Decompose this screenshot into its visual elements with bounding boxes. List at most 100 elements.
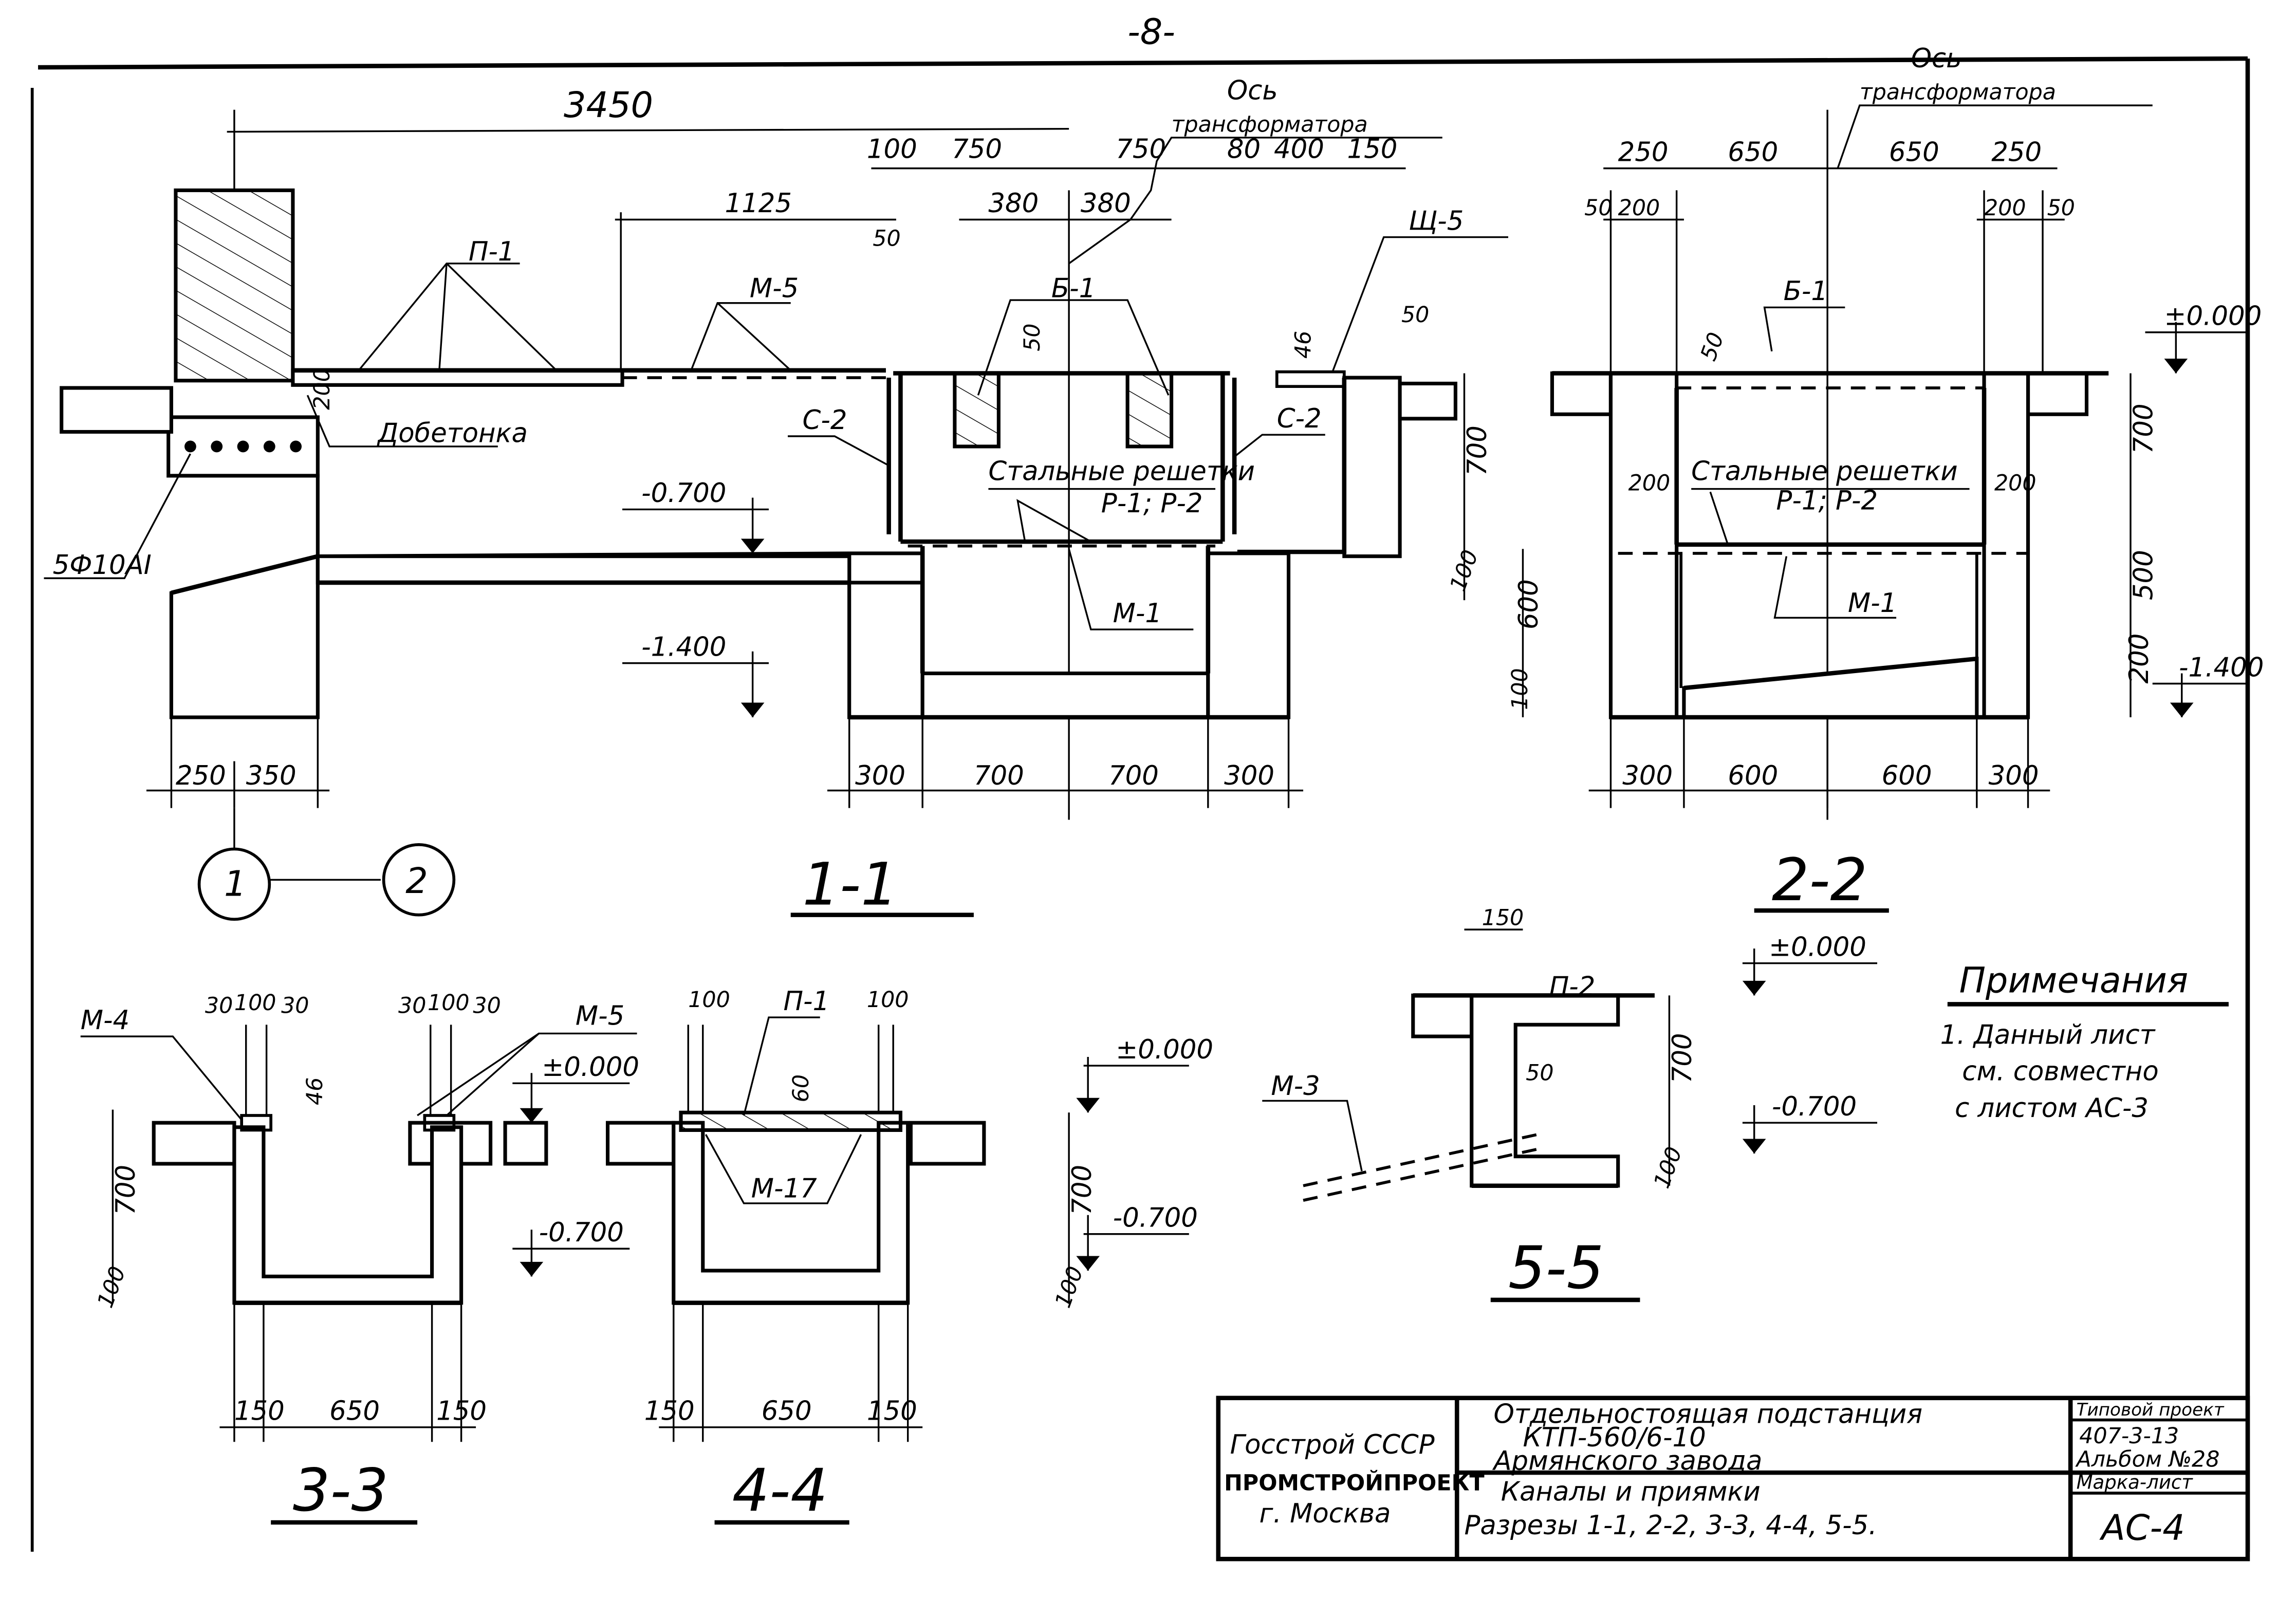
dim-380a: 380 [988, 188, 1039, 219]
dim-4-100: 100 [1050, 1263, 1088, 1311]
dim-3-650: 650 [329, 1396, 380, 1427]
elevation-3-000: ±0.000 [542, 1052, 639, 1083]
label-dobetonka: Добетонка [377, 418, 528, 449]
dim-3-150b: 150 [436, 1396, 487, 1427]
dim-3-100a: 100 [234, 990, 276, 1016]
elevation-3-0700: -0.700 [539, 1217, 624, 1248]
dim-4-700: 700 [1067, 1165, 1098, 1215]
label-2-m1: М-1 [1848, 588, 1897, 619]
dim-700b: 700 [1108, 760, 1159, 791]
dim-2-200: 200 [2124, 634, 2155, 684]
dim-2-300b: 300 [1989, 760, 2039, 791]
org-city: г. Москва [1260, 1498, 1391, 1529]
dim-2-600a: 600 [1728, 760, 1778, 791]
dim-2-650a: 650 [1728, 137, 1778, 168]
dim-50-left: 50 [873, 226, 900, 252]
dim-4-150a: 150 [644, 1396, 695, 1427]
dim-2-300a: 300 [1622, 760, 1673, 791]
beam-b1-left [953, 371, 1001, 449]
label-c2-left: С-2 [803, 405, 847, 436]
rebar-dots [184, 440, 302, 453]
project-name-line2: КТП-560/6-10 [1523, 1422, 1706, 1453]
dim-2-700: 700 [2128, 403, 2159, 454]
label-2-steel-grates: Стальные решетки [1691, 456, 1958, 487]
dim-700a: 700 [974, 760, 1024, 791]
notes: Примечания 1. Данный лист см. совместно … [1940, 961, 2229, 1124]
label-3-m5: М-5 [576, 1000, 624, 1031]
dim-150: 150 [1347, 134, 1398, 165]
dim-3-30b: 30 [281, 993, 309, 1019]
dim-200: 200 [309, 368, 335, 410]
dim-4-60: 60 [788, 1074, 814, 1102]
label-m5: М-5 [750, 273, 799, 304]
dim-2-250b: 250 [1991, 137, 2042, 168]
typical-project-label: Типовой проект [2077, 1400, 2225, 1420]
label-4-p1: П-1 [783, 986, 829, 1017]
elevation-4-000: ±0.000 [1116, 1034, 1213, 1065]
dim-3-100: 100 [92, 1263, 131, 1311]
dim-1125: 1125 [725, 188, 791, 219]
label-b1: Б-1 [1051, 273, 1096, 304]
dim-4-100b: 100 [867, 987, 909, 1013]
dim-4-150b: 150 [867, 1396, 917, 1427]
dim-3-100b: 100 [428, 990, 470, 1016]
section-4-4: 100 100 П-1 60 М-17 700 100 ±0.000 -0.70… [605, 986, 1213, 1525]
org-institute: ПРОМСТРОЙПРОЕКТ [1224, 1469, 1484, 1496]
mark-sheet-label: Марка-лист [2077, 1471, 2194, 1493]
org-name: Госстрой СССР [1230, 1429, 1435, 1460]
elevation-2-1400: -1.400 [2179, 652, 2264, 683]
dim-2-200b: 200 [1984, 195, 2026, 221]
title-block: Госстрой СССР ПРОМСТРОЙПРОЕКТ г. Москва … [1216, 1396, 2250, 1561]
label-rebar: 5Ф10АI [53, 550, 152, 581]
typical-project-number: 407-3-13 [2079, 1423, 2179, 1449]
dim-2-50b: 50 [2047, 195, 2075, 221]
dim-2-50-beam: 50 [1696, 329, 1730, 364]
dim-2-200-inner-left: 200 [1628, 470, 1671, 496]
label-p1: П-1 [469, 236, 515, 267]
dim-750a: 750 [952, 134, 1002, 165]
dim-750b: 750 [1116, 134, 1166, 165]
label-c2-right: С-2 [1277, 403, 1322, 434]
axis-label-line2: трансформатора [1172, 111, 1368, 137]
section-2-2: Ось трансформатора 250 650 650 250 50 20… [1507, 43, 2264, 914]
dim-3-30d: 30 [473, 993, 501, 1019]
dim-2-650b: 650 [1889, 137, 1939, 168]
elevation-5-000: ±0.000 [1769, 932, 1866, 962]
section-title-4-4: 4-4 [732, 1456, 828, 1524]
dim-380b: 380 [1081, 188, 1131, 219]
dim-2-600-left: 600 [1513, 579, 1544, 629]
section-title-2-2: 2-2 [1772, 846, 1867, 914]
label-5-m3: М-3 [1271, 1071, 1320, 1102]
album-number: Альбом №28 [2075, 1447, 2220, 1473]
note-line-3: с листом АС-3 [1955, 1093, 2149, 1124]
dim-50-beam: 50 [1020, 323, 1045, 351]
dim-3-30c: 30 [398, 993, 426, 1019]
label-steel-grates: Стальные решетки [988, 456, 1255, 487]
brick-wall [174, 188, 295, 383]
dim-100-right: 100 [1445, 547, 1484, 595]
dim-4-100a: 100 [688, 987, 730, 1013]
dim-2-200a: 200 [1618, 195, 1660, 221]
slab-p1 [679, 1110, 902, 1132]
axis-marker-2-label: 2 [405, 861, 428, 902]
mark-sheet-value: АС-4 [2099, 1508, 2185, 1549]
section-title-5-5: 5-5 [1508, 1234, 1604, 1302]
page-number: -8- [1127, 12, 1175, 52]
dim-5-50: 50 [1526, 1061, 1553, 1086]
elevation-2-000: ±0.000 [2164, 301, 2262, 331]
dim-3-700: 700 [110, 1165, 141, 1215]
dim-5-150: 150 [1482, 905, 1524, 931]
elevation-5-0700: -0.700 [1772, 1091, 1857, 1122]
label-m1: М-1 [1113, 598, 1162, 629]
dim-300a: 300 [855, 760, 905, 791]
dim-3450: 3450 [564, 85, 653, 126]
section-3-3: 30 100 30 30 100 30 М-4 М-5 46 700 100 ±… [80, 990, 639, 1525]
dim-300b: 300 [1224, 760, 1274, 791]
dim-5-100: 100 [1649, 1144, 1688, 1192]
section-5-5: 150 П-2 50 700 100 М-3 ±0.000 -0.700 5-5 [1262, 905, 1878, 1303]
elevation-4-0700: -0.700 [1113, 1202, 1198, 1233]
dim-2-500: 500 [2128, 550, 2159, 600]
dim-700-right: 700 [1462, 425, 1493, 476]
axis-label-line1: Ось [1227, 76, 1278, 106]
